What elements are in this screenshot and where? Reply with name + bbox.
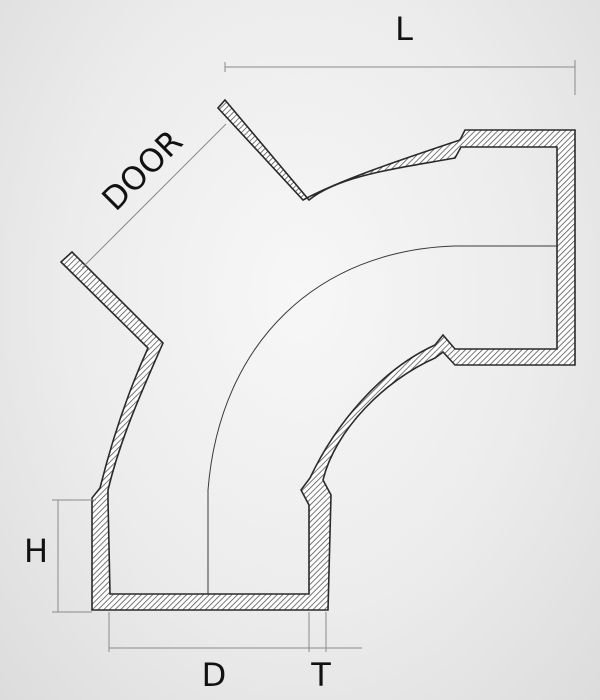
dimension-length: L: [224, 10, 576, 95]
thickness-label: T: [310, 656, 331, 694]
height-label: H: [24, 532, 48, 570]
dimension-door: DOOR: [81, 122, 227, 269]
outer-wall: [59, 98, 576, 611]
diameter-label: D: [202, 656, 227, 694]
dimension-diameter: D: [108, 612, 310, 694]
center-line: [207, 245, 557, 594]
dimension-thickness: T: [309, 612, 362, 694]
door-label: DOOR: [94, 122, 190, 218]
length-label: L: [395, 10, 413, 48]
dimension-height: H: [24, 499, 96, 613]
